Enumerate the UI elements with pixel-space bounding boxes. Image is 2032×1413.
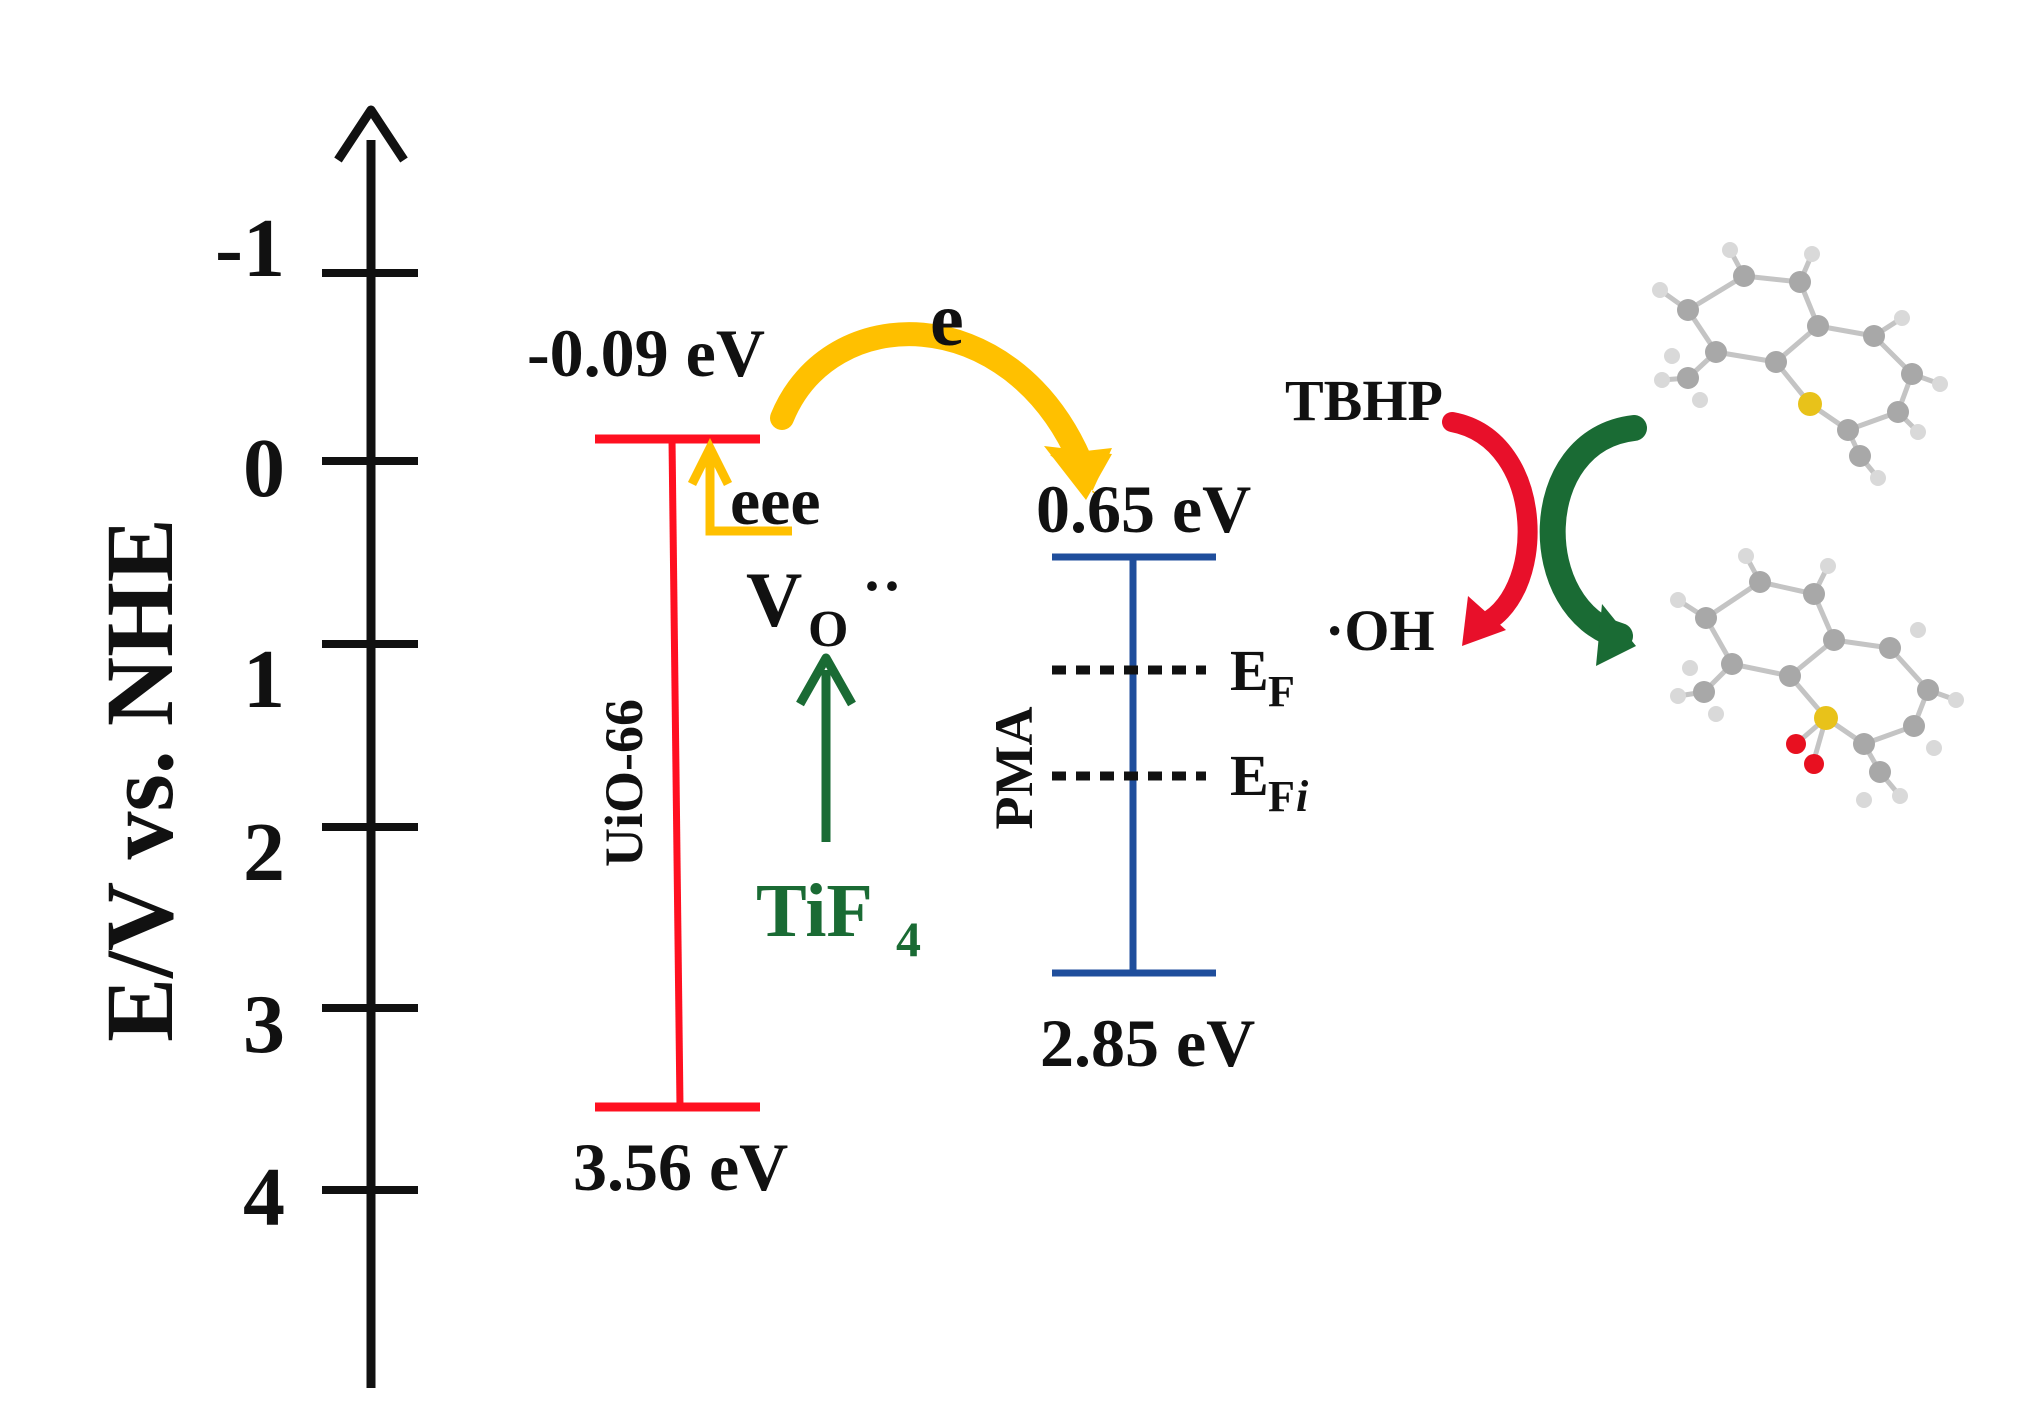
energy-axis: -1 0 1 2 3 4 E/V vs. NHE [86,105,418,1388]
hydroxyl-radical-label: ·OH [1325,598,1435,663]
axis-title: E/V vs. NHE [86,518,193,1042]
efi-sub-italic: i [1296,772,1309,821]
tick-label: 0 [243,422,285,515]
tif4-sub: 4 [896,911,921,967]
sulfone-atoms [1670,548,1964,808]
pma-name: PMA [984,707,1044,830]
tbhp-label: TBHP [1285,368,1443,433]
pma-cb-label: 0.65 eV [1036,471,1251,547]
vacancy-sup: ·· [862,553,902,619]
uio66-cb-label: -0.09 eV [527,315,765,391]
electron-excitation-arrow [687,437,792,536]
fermi-level-label: E F [1230,638,1295,716]
tick-label: 4 [243,1151,285,1244]
electrons-label: eee [730,463,821,539]
tick-label: -1 [215,202,285,295]
electron-label: e [930,278,964,362]
pma-vb-label: 2.85 eV [1040,1005,1255,1081]
axis-arrowhead [334,105,408,163]
tif4-arrow [796,653,856,842]
ef-sub: F [1268,667,1295,716]
tick-label: 1 [243,633,285,726]
oxygen-vacancy-label: V O ·· [746,553,902,658]
red-reaction-arrow [1442,412,1538,646]
axis-ticks [322,269,418,1194]
tick-label: 3 [243,978,285,1071]
electron-transfer-arrow [770,322,1112,500]
uio66-name: UiO-66 [594,699,654,867]
pma-band: 0.65 eV 2.85 eV PMA [984,471,1255,1081]
uio66-band: -0.09 eV 3.56 eV UiO-66 [527,315,788,1205]
tick-label: 2 [243,806,285,899]
intrinsic-fermi-level-label: E F i [1230,743,1309,821]
tif4-main: TiF [756,869,873,953]
ef-main: E [1230,638,1269,703]
vacancy-sub: O [808,601,848,658]
thioether-atoms [1652,242,1948,486]
vacancy-main: V [746,556,802,643]
uio66-gap-line [668,438,684,1108]
efi-sub: F [1268,772,1295,821]
tif4-label: TiF 4 [756,869,921,967]
efi-main: E [1230,743,1269,808]
green-reaction-arrow [1539,415,1647,666]
uio66-vb-label: 3.56 eV [573,1129,788,1205]
